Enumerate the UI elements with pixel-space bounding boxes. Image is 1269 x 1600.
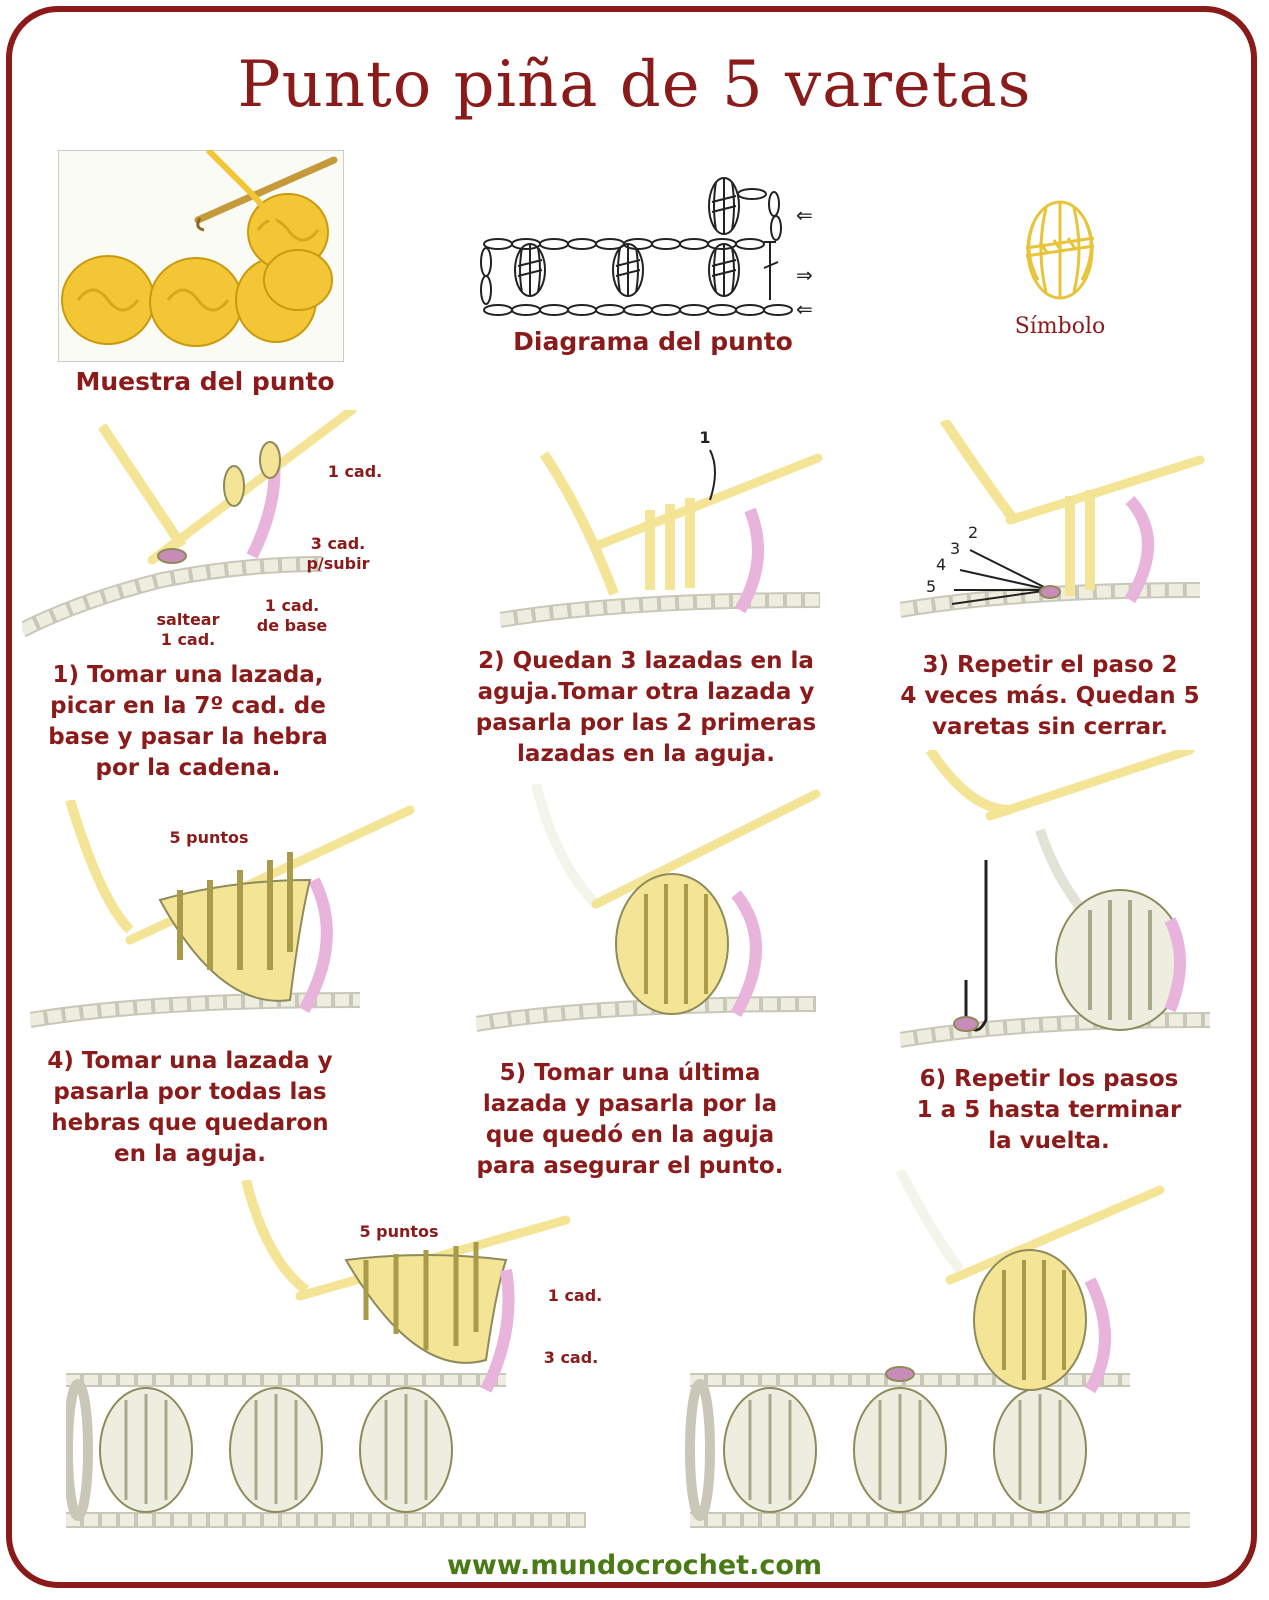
- svg-text:⇒: ⇒: [796, 263, 813, 287]
- step-3-caption: 3) Repetir el paso 2 4 veces más. Quedan…: [900, 652, 1200, 740]
- bottom-label-1cad: 1 cad.: [547, 1286, 603, 1305]
- symbol-label: Símbolo: [1014, 314, 1106, 339]
- step-2-label-1: 1: [699, 428, 711, 447]
- website-url[interactable]: www.mundocrochet.com: [446, 1550, 823, 1581]
- stitch-diagram: ⇐ ⇒ ⇐: [480, 177, 813, 321]
- step-2-caption: 2) Quedan 3 lazadas en la aguja.Tomar ot…: [475, 648, 817, 767]
- bottom-label-3cad: 3 cad.: [543, 1348, 599, 1367]
- page-frame: [6, 6, 1257, 1588]
- page-title: Punto piña de 5 varetas: [237, 48, 1032, 122]
- svg-text:⇐: ⇐: [796, 203, 813, 227]
- step-6-illustration: [900, 750, 1211, 1048]
- step-4-caption: 4) Tomar una lazada y pasarla por todas …: [47, 1048, 333, 1167]
- step-3-label-2: 2: [968, 523, 978, 542]
- step-3-label-4: 4: [936, 555, 946, 574]
- step-4-illustration: [30, 800, 415, 1028]
- step-3-illustration: 2 3 4 5: [900, 420, 1205, 618]
- step-6-caption: 6) Repetir los pasos 1 a 5 hasta termina…: [916, 1066, 1182, 1154]
- bottom-right-illustration: [685, 1170, 1190, 1528]
- step-1-label-saltear: saltear 1 cad.: [156, 610, 220, 649]
- bottom-label-5puntos: 5 puntos: [359, 1222, 439, 1241]
- step-1-illustration: [22, 410, 357, 638]
- bottom-left-illustration: [66, 1180, 586, 1528]
- sample-photo: [58, 150, 344, 362]
- step-3-label-3: 3: [950, 539, 960, 558]
- sample-label: Muestra del punto: [75, 367, 335, 396]
- step-1-label-1cad: 1 cad.: [327, 462, 383, 481]
- step-1-label-base: 1 cad. de base: [256, 596, 328, 635]
- step-5-illustration: [476, 784, 821, 1032]
- step-4-label-5puntos: 5 puntos: [169, 828, 249, 847]
- step-3-label-5: 5: [926, 577, 936, 596]
- step-5-caption: 5) Tomar una última lazada y pasarla por…: [476, 1060, 784, 1179]
- step-2-illustration: [500, 449, 823, 628]
- step-1-caption: 1) Tomar una lazada, picar en la 7º cad.…: [48, 662, 328, 781]
- diagram-label: Diagrama del punto: [513, 327, 793, 356]
- step-1-label-3cad: 3 cad. p/subir: [306, 534, 370, 573]
- svg-text:⇐: ⇐: [796, 297, 813, 321]
- puff-stitch-symbol: [1025, 200, 1095, 300]
